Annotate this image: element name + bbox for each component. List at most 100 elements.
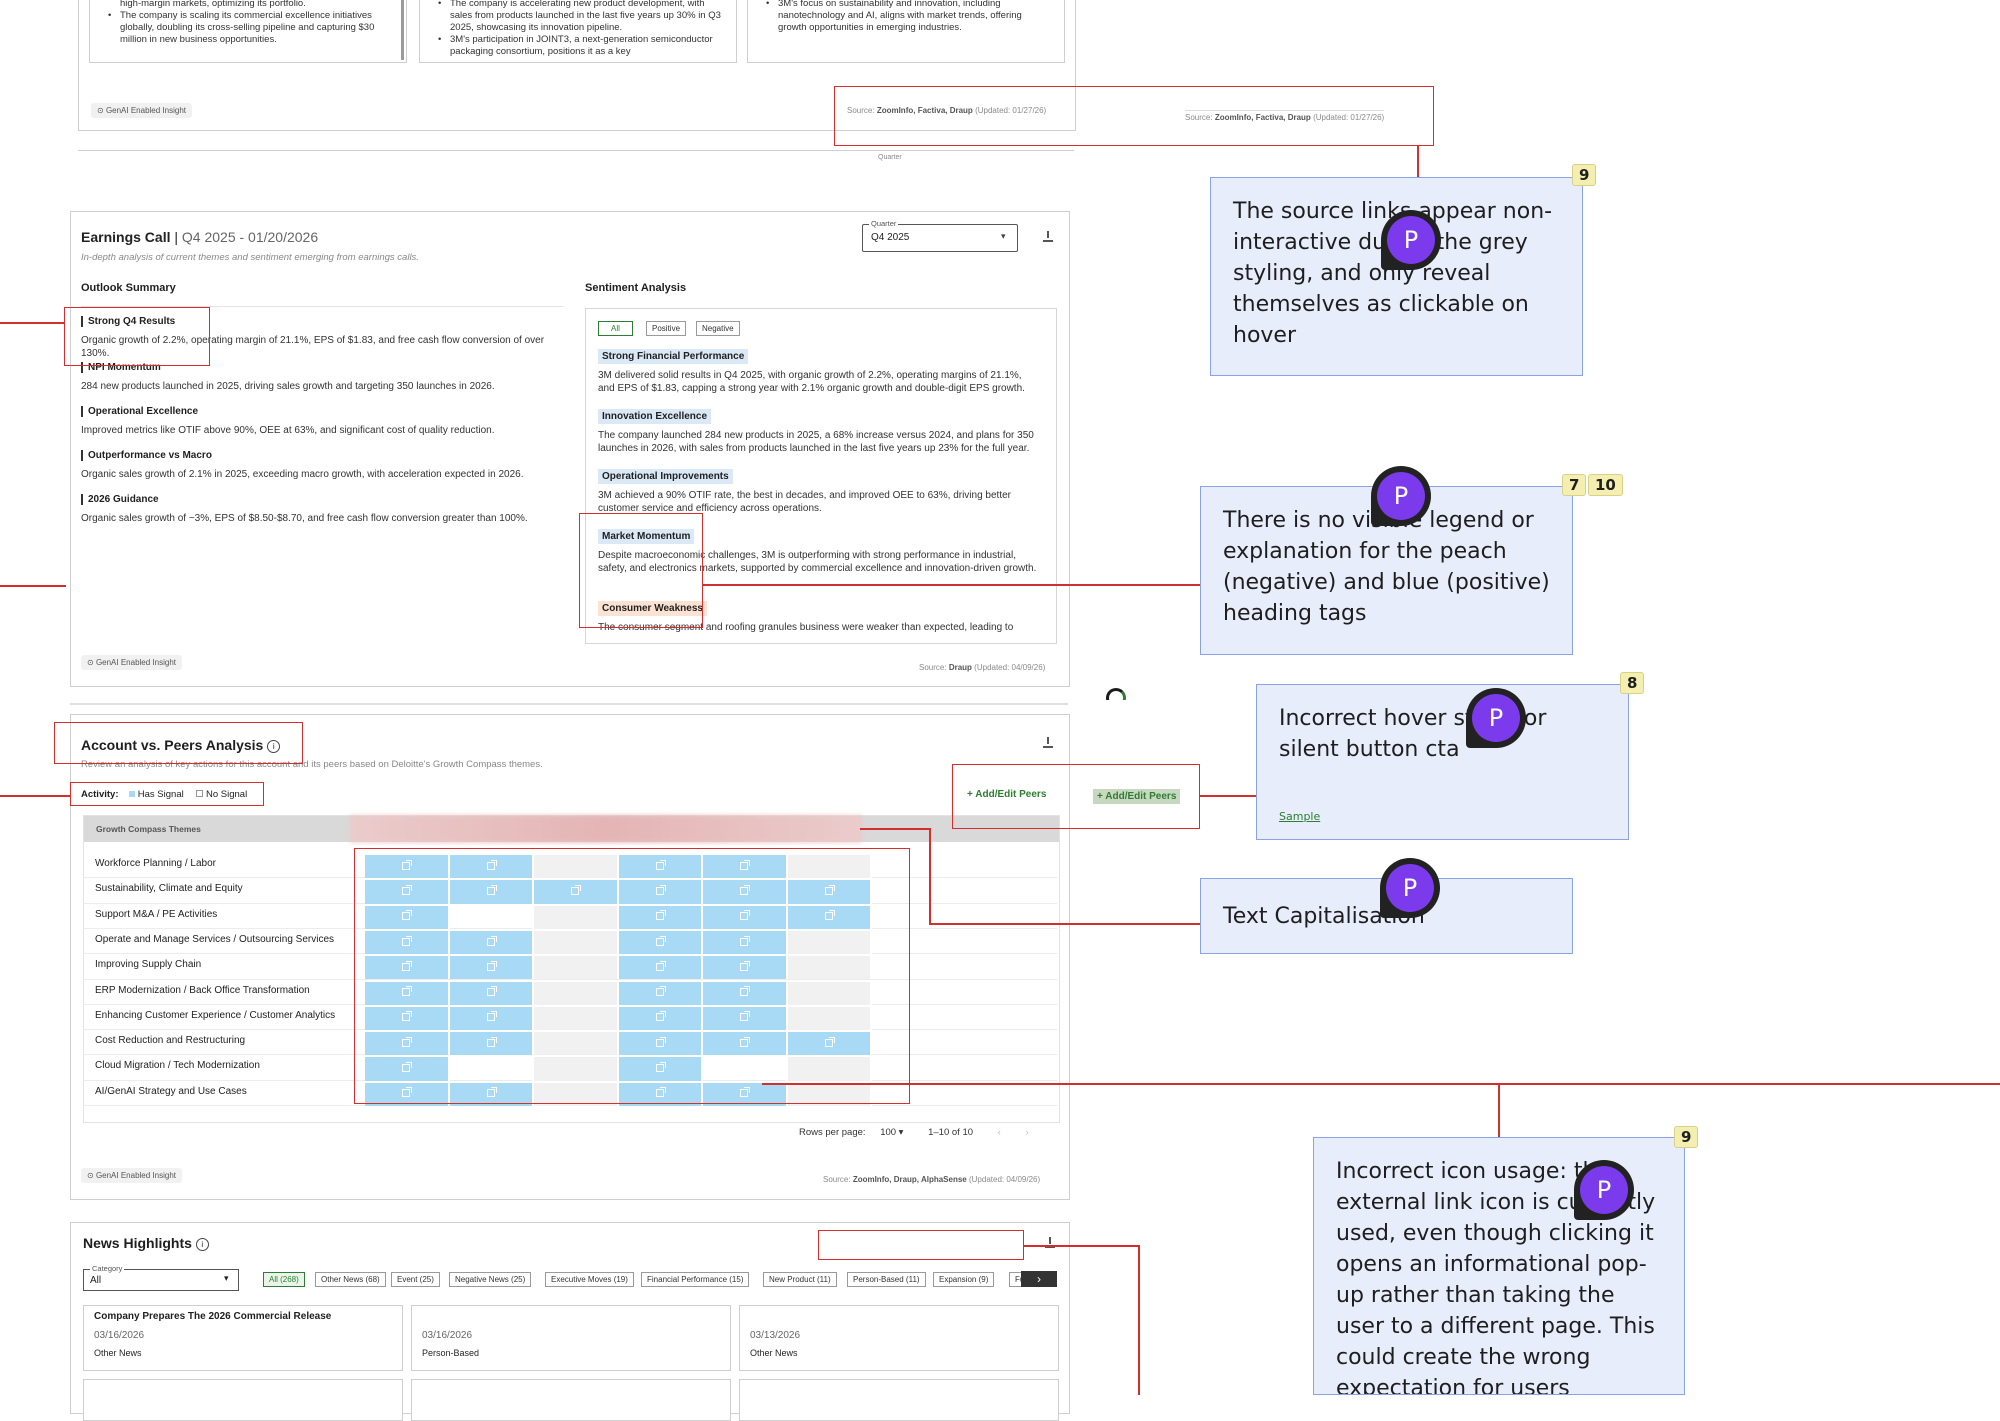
external-link-icon[interactable] [486,1087,497,1098]
signal-cell[interactable] [449,1082,534,1106]
signal-cell[interactable] [365,956,450,980]
news-card[interactable] [83,1379,403,1421]
avatar-pin[interactable]: P [1574,1160,1634,1220]
info-icon[interactable]: i [195,1238,209,1251]
external-link-icon[interactable] [655,960,666,971]
signal-cell[interactable] [365,855,450,879]
news-filter-chip[interactable]: Person-Based (11) [847,1272,926,1287]
signal-cell[interactable] [365,905,450,929]
external-link-icon[interactable] [402,1036,413,1047]
external-link-icon[interactable] [824,910,835,921]
external-link-icon[interactable] [824,1036,835,1047]
signal-cell[interactable] [365,1032,450,1056]
signal-cell[interactable] [787,880,872,904]
signal-cell[interactable] [703,956,788,980]
sample-link[interactable]: Sample [1279,810,1321,823]
news-filter-chip[interactable]: Financial Performance (15) [641,1272,750,1287]
signal-cell[interactable] [703,880,788,904]
source-links[interactable]: Source: ZoomInfo, Factiva, Draup (Update… [847,106,1047,115]
external-link-icon[interactable] [655,1036,666,1047]
news-card[interactable] [739,1379,1059,1421]
news-filter-chip[interactable]: All (268) [263,1272,305,1287]
chips-next-button[interactable]: › [1021,1271,1057,1287]
external-link-icon[interactable] [486,935,497,946]
signal-cell[interactable] [618,855,703,879]
external-link-icon[interactable] [740,1011,751,1022]
add-edit-peers-button[interactable]: + Add/Edit Peers [967,789,1047,800]
external-link-icon[interactable] [655,1011,666,1022]
prev-page-icon[interactable]: ‹ [997,1127,1001,1138]
filter-negative[interactable]: Negative [696,321,740,336]
signal-cell[interactable] [449,1032,534,1056]
signal-cell[interactable] [703,855,788,879]
news-filter-chip[interactable]: Executive Moves (19) [545,1272,634,1287]
external-link-icon[interactable] [486,1011,497,1022]
source-links[interactable]: Source: ZoomInfo, Draup, AlphaSense (Upd… [823,1175,1041,1184]
news-filter-chip[interactable]: Expansion (9) [933,1272,995,1287]
external-link-icon[interactable] [740,986,751,997]
news-card[interactable]: Company Prepares The 2026 Commercial Rel… [83,1305,403,1371]
download-icon[interactable] [1045,1237,1055,1248]
external-link-icon[interactable] [402,1087,413,1098]
signal-cell[interactable] [449,880,534,904]
next-page-icon[interactable]: › [1025,1127,1029,1138]
external-link-icon[interactable] [402,986,413,997]
news-filter-chip[interactable]: Negative News (25) [449,1272,532,1287]
signal-cell[interactable] [618,930,703,955]
scrollbar[interactable] [401,0,404,60]
signal-cell[interactable] [618,956,703,980]
signal-cell[interactable] [618,981,703,1005]
signal-cell[interactable] [787,1032,872,1056]
external-link-icon[interactable] [402,859,413,870]
signal-cell[interactable] [618,1006,703,1031]
signal-cell[interactable] [703,905,788,929]
external-link-icon[interactable] [655,859,666,870]
avatar-pin[interactable]: P [1466,688,1526,748]
external-link-icon[interactable] [486,884,497,895]
external-link-icon[interactable] [402,960,413,971]
signal-cell[interactable] [703,1006,788,1031]
category-select[interactable]: Category All ▾ [83,1264,239,1291]
signal-cell[interactable] [703,930,788,955]
external-link-icon[interactable] [486,986,497,997]
signal-cell[interactable] [618,880,703,904]
signal-cell[interactable] [703,981,788,1005]
signal-cell[interactable] [365,1006,450,1031]
external-link-icon[interactable] [402,1062,413,1073]
external-link-icon[interactable] [402,935,413,946]
signal-cell[interactable] [618,1032,703,1056]
external-link-icon[interactable] [486,1036,497,1047]
external-link-icon[interactable] [655,986,666,997]
signal-cell[interactable] [365,1057,450,1081]
signal-cell[interactable] [703,1082,788,1106]
signal-cell[interactable] [449,930,534,955]
avatar-pin[interactable]: P [1381,210,1441,270]
quarter-select[interactable]: Quarter Q4 2025 ▾ [862,219,1018,252]
news-filter-chip[interactable]: Other News (68) [315,1272,386,1287]
news-filter-chip[interactable]: New Product (11) [763,1272,837,1287]
signal-cell[interactable] [365,1082,450,1106]
rows-per-page-select[interactable]: 100 ▾ [880,1127,904,1138]
signal-cell[interactable] [365,930,450,955]
signal-cell[interactable] [449,1006,534,1031]
external-link-icon[interactable] [655,1087,666,1098]
signal-cell[interactable] [365,880,450,904]
signal-cell[interactable] [618,1082,703,1106]
external-link-icon[interactable] [402,884,413,895]
external-link-icon[interactable] [740,935,751,946]
filter-positive[interactable]: Positive [646,321,687,336]
external-link-icon[interactable] [655,910,666,921]
signal-cell[interactable] [618,905,703,929]
add-edit-peers-hover-sample[interactable]: + Add/Edit Peers [1093,789,1181,804]
news-card[interactable] [411,1379,731,1421]
external-link-icon[interactable] [655,1062,666,1073]
info-icon[interactable]: i [267,740,281,753]
signal-cell[interactable] [534,880,619,904]
external-link-icon[interactable] [740,884,751,895]
avatar-pin[interactable]: P [1380,858,1440,918]
download-icon[interactable] [1043,737,1053,748]
external-link-icon[interactable] [740,910,751,921]
filter-all[interactable]: All [598,321,633,336]
